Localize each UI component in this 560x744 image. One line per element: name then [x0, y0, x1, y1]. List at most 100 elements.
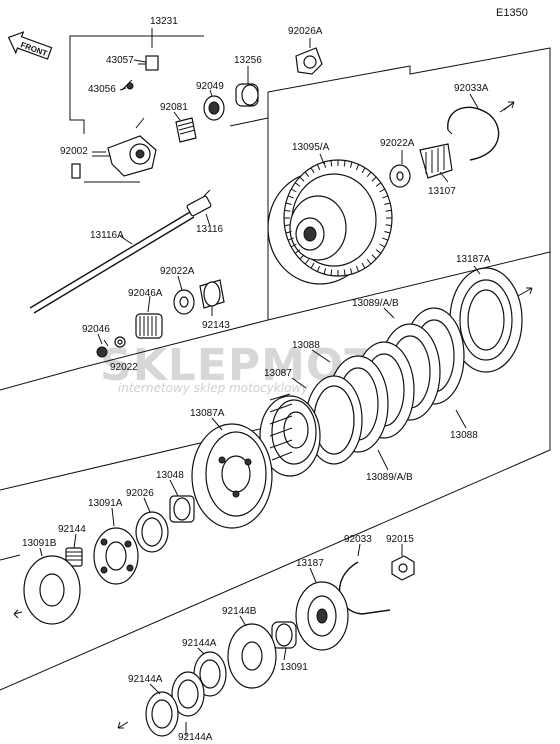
housing-tooth	[287, 195, 294, 199]
housing-tooth	[349, 161, 353, 168]
diagram-code: E1350	[496, 7, 528, 19]
housing-tooth	[375, 249, 382, 254]
clutch-plate-stack	[305, 307, 465, 465]
housing-tooth	[385, 224, 392, 227]
housing-tooth	[310, 262, 315, 269]
label-13091B: 13091B	[22, 538, 57, 549]
housing-tooth	[355, 265, 360, 272]
label-92046A: 92046A	[128, 288, 163, 299]
label-43057: 43057	[106, 55, 134, 66]
housing-tooth	[361, 262, 366, 269]
washer-and-spacer	[389, 143, 453, 188]
lower-plates	[145, 581, 349, 737]
housing-tooth	[285, 230, 292, 234]
label-92144B: 92144B	[222, 606, 257, 617]
housing-tooth	[287, 237, 294, 241]
housing-tooth	[355, 164, 360, 171]
housing-tooth	[382, 237, 389, 241]
housing-tooth	[285, 202, 292, 206]
housing-tooth	[375, 182, 382, 187]
label-92081: 92081	[160, 102, 188, 113]
clutch-release-group	[71, 28, 259, 179]
clutch-hub	[259, 393, 321, 477]
label-13116A: 13116A	[90, 230, 124, 241]
damper-group	[23, 527, 139, 625]
housing-tooth	[330, 160, 333, 167]
housing-tooth	[316, 164, 321, 171]
label-13088-left: 13088	[292, 340, 320, 351]
watermark-tagline: internetowy sklep motocyklowy	[118, 381, 309, 395]
push-rod	[29, 189, 212, 314]
housing-tooth	[304, 171, 310, 178]
clutch-boss	[191, 423, 273, 529]
housing-tooth	[330, 269, 333, 276]
housing-tooth	[361, 167, 366, 174]
label-92002: 92002	[60, 146, 88, 157]
label-13187: 13187	[296, 558, 324, 569]
circlip-and-nut	[339, 555, 415, 615]
label-13088-right: 13088	[450, 430, 478, 441]
label-92026: 92026	[126, 488, 154, 499]
housing-tooth	[384, 202, 391, 206]
direction-arrows	[13, 101, 533, 729]
housing-tooth	[299, 254, 305, 260]
housing-tooth	[310, 167, 315, 174]
leader-lines	[39, 59, 481, 736]
label-13091: 13091	[280, 662, 308, 673]
label-92144A-1: 92144A	[182, 638, 217, 649]
housing-tooth	[366, 258, 372, 265]
clutch-housing	[267, 159, 393, 285]
housing-tooth	[323, 268, 327, 275]
housing-tooth	[294, 249, 301, 254]
label-43056: 43056	[88, 84, 116, 95]
label-92015: 92015	[386, 534, 414, 545]
label-92022A-mid: 92022A	[160, 266, 195, 277]
gasket-92026A	[295, 38, 323, 75]
housing-tooth	[284, 224, 291, 227]
label-13091A: 13091A	[88, 498, 123, 509]
label-13087: 13087	[264, 368, 292, 379]
housing-tooth	[299, 176, 305, 182]
label-13089-top: 13089/A/B	[352, 298, 399, 309]
label-92026A: 92026A	[288, 26, 323, 37]
housing-tooth	[371, 176, 377, 182]
front-arrow-icon: FRONT	[7, 31, 53, 60]
label-13048: 13048	[156, 470, 184, 481]
label-13087A: 13087A	[190, 408, 225, 419]
label-92022: 92022	[110, 362, 138, 373]
label-92033A: 92033A	[454, 83, 489, 94]
housing-tooth	[284, 209, 291, 212]
label-92033: 92033	[344, 534, 372, 545]
housing-tooth	[323, 161, 327, 168]
label-13107: 13107	[428, 186, 456, 197]
housing-tooth	[379, 188, 386, 193]
part-labels: 13231 92026A 43057 13256 43056 92049 920…	[22, 16, 491, 743]
label-13095A: 13095/A	[292, 142, 330, 153]
housing-tooth	[379, 243, 386, 248]
housing-tooth	[290, 243, 297, 248]
label-92022A-top: 92022A	[380, 138, 415, 149]
pressure-plate-13187A	[449, 267, 523, 373]
housing-tooth	[290, 188, 297, 193]
housing-tooth	[385, 209, 392, 212]
housing-tooth	[316, 265, 321, 272]
label-13116: 13116	[196, 224, 224, 235]
label-92143: 92143	[202, 320, 230, 331]
housing-tooth	[371, 254, 377, 260]
label-92144: 92144	[58, 524, 86, 535]
label-13231: 13231	[150, 16, 178, 27]
bearing-group	[96, 279, 225, 358]
housing-tooth	[294, 182, 301, 187]
housing-tooth	[343, 269, 346, 276]
housing-tooth	[304, 258, 310, 265]
frame-lines	[0, 30, 551, 691]
label-92049: 92049	[196, 81, 224, 92]
label-13187A: 13187A	[456, 254, 491, 265]
label-92144A-2: 92144A	[128, 674, 163, 685]
housing-tooth	[384, 230, 391, 234]
housing-tooth	[382, 195, 389, 199]
housing-tooth	[343, 160, 346, 167]
label-13089-bottom: 13089/A/B	[366, 472, 413, 483]
label-13256: 13256	[234, 55, 262, 66]
